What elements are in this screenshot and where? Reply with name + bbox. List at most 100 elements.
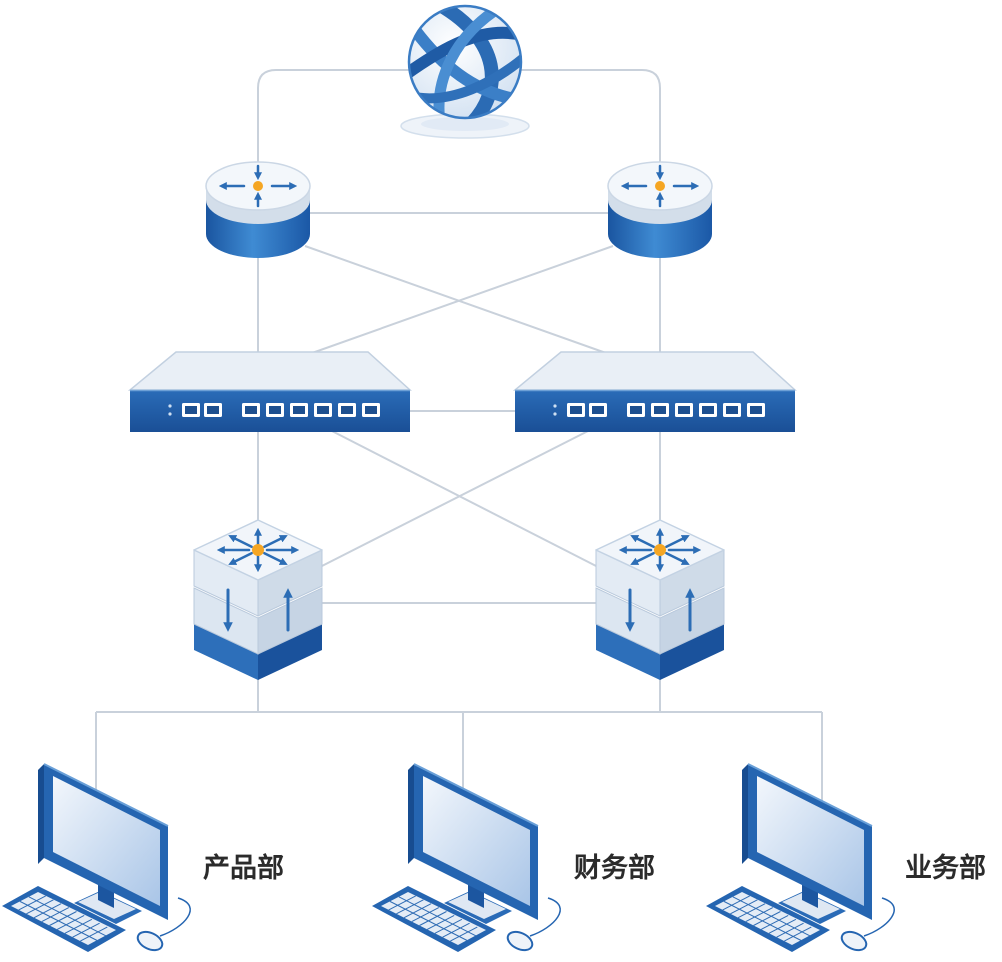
monitor-top-edge xyxy=(747,763,873,827)
router-center-dot xyxy=(253,181,263,191)
firewall-appliance-icon xyxy=(512,351,797,432)
desktop-computer-icon xyxy=(372,763,561,952)
status-led xyxy=(553,412,557,416)
monitor-top-edge xyxy=(413,763,539,827)
key-column-line xyxy=(41,907,70,923)
keyboard-key-grid xyxy=(388,895,478,942)
monitor-screen xyxy=(757,776,864,906)
switch-center-dot xyxy=(252,544,264,556)
key-column-line xyxy=(450,926,478,942)
key-column-line xyxy=(403,903,432,919)
port-socket xyxy=(654,406,666,414)
port-socket xyxy=(592,406,604,414)
key-column-line xyxy=(26,899,54,915)
monitor-side xyxy=(408,764,414,864)
ethernet-port-icon xyxy=(182,403,200,417)
key-column-line xyxy=(776,922,804,938)
globe-band xyxy=(433,6,508,118)
ethernet-port-icon xyxy=(204,403,222,417)
globe-outline xyxy=(407,4,523,120)
key-column-line xyxy=(56,914,85,930)
port-socket xyxy=(702,406,714,414)
key-column-line xyxy=(760,914,789,930)
mouse-cable xyxy=(529,897,561,937)
ethernet-port-icon xyxy=(290,403,308,417)
router-center-dot xyxy=(655,181,665,191)
network-devices xyxy=(2,161,895,952)
arrow-outward-icon xyxy=(263,535,288,549)
key-column-line xyxy=(768,918,797,934)
desktop-computer-icon xyxy=(706,763,895,952)
firewall-top-face xyxy=(127,351,412,391)
switch-base-left-face xyxy=(194,624,258,680)
key-column-line xyxy=(722,895,750,911)
switch-radiating-arrows-icon xyxy=(618,527,702,573)
key-column-line xyxy=(784,926,812,942)
port-socket xyxy=(185,406,197,414)
arrow-outward-icon xyxy=(263,551,288,565)
port-socket xyxy=(207,406,219,414)
switch-base-left-face xyxy=(596,624,660,680)
key-column-line xyxy=(411,907,440,923)
key-column-line xyxy=(388,895,416,911)
ethernet-port-icon xyxy=(362,403,380,417)
ethernet-port-icon xyxy=(567,403,585,417)
key-column-line xyxy=(434,918,463,934)
ethernet-port-icon xyxy=(314,403,332,417)
monitor-stand-top xyxy=(782,892,840,919)
switch-radiating-arrows-icon xyxy=(216,527,300,573)
link-router-left-firewall-right xyxy=(304,245,621,359)
router-icon xyxy=(205,161,311,258)
network-links xyxy=(95,69,823,801)
status-led xyxy=(553,404,557,408)
department-labels: 产品部 财务部 业务部 xyxy=(203,852,986,884)
ethernet-port-icon xyxy=(338,403,356,417)
key-column-line xyxy=(72,922,100,938)
keyboard-key-grid xyxy=(18,895,108,942)
arrow-outward-icon xyxy=(228,535,253,549)
router-arrows-icon xyxy=(218,164,298,208)
ethernet-port-icon xyxy=(723,403,741,417)
arrow-outward-icon xyxy=(630,551,655,565)
department-label: 业务部 xyxy=(905,852,986,884)
department-label: 财务部 xyxy=(574,852,655,884)
switch-base-right-face xyxy=(258,624,322,680)
status-led xyxy=(168,404,172,408)
port-socket xyxy=(365,406,377,414)
keyboard-key-grid xyxy=(722,895,812,942)
monitor-screen xyxy=(53,776,160,906)
key-column-line xyxy=(64,918,93,934)
ethernet-port-icon xyxy=(747,403,765,417)
ethernet-port-icon xyxy=(627,403,645,417)
port-socket xyxy=(269,406,281,414)
globe-band xyxy=(433,6,499,118)
layer3-switch-icon xyxy=(193,519,323,680)
mouse-cable xyxy=(159,897,191,937)
key-column-line xyxy=(730,899,758,915)
router-arrows-icon xyxy=(620,164,700,208)
port-socket xyxy=(341,406,353,414)
firewall-top-face xyxy=(512,351,797,391)
ethernet-port-icon xyxy=(266,403,284,417)
firewall-appliance-icon xyxy=(127,351,412,432)
ethernet-port-icon xyxy=(242,403,260,417)
link-internet-router-left xyxy=(257,69,410,164)
key-column-line xyxy=(745,907,774,923)
port-socket xyxy=(570,406,582,414)
port-socket xyxy=(630,406,642,414)
monitor-side xyxy=(742,764,748,864)
port-socket xyxy=(317,406,329,414)
monitor-stand-top xyxy=(448,892,506,919)
mouse-icon xyxy=(506,930,534,952)
port-socket xyxy=(750,406,762,414)
key-column-line xyxy=(33,903,62,919)
link-firewall-right-switch-left xyxy=(317,429,591,569)
port-socket xyxy=(678,406,690,414)
key-column-line xyxy=(396,899,424,915)
link-firewall-left-switch-right xyxy=(329,429,601,569)
mouse-icon xyxy=(840,930,868,952)
ethernet-port-icon xyxy=(675,403,693,417)
key-column-line xyxy=(80,926,108,942)
key-column-line xyxy=(426,914,455,930)
key-column-line xyxy=(419,911,447,926)
